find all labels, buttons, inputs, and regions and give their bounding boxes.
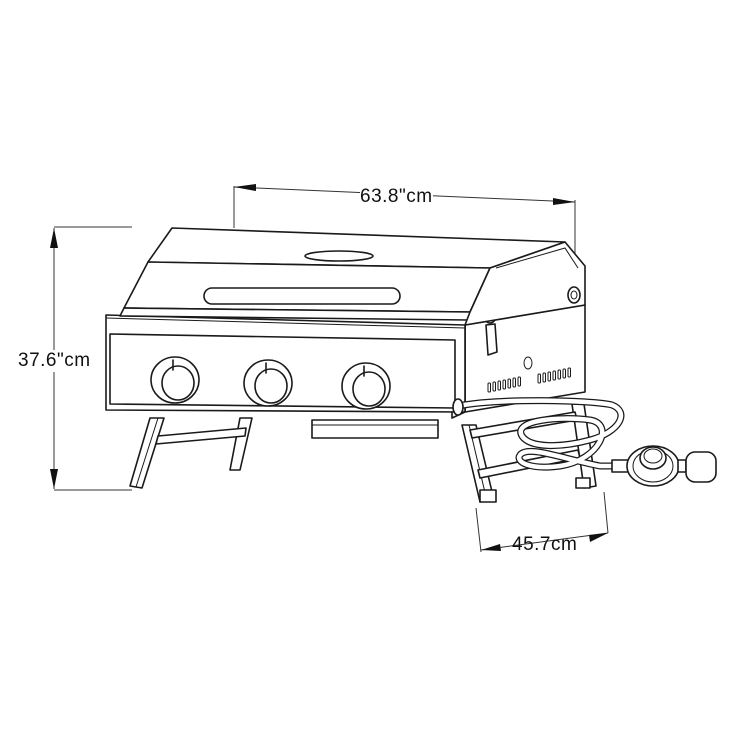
burner-knobs <box>150 356 391 410</box>
height-dimension-label: 37.6"cm <box>18 350 91 372</box>
lid-badge <box>304 250 374 262</box>
lid-handle <box>203 287 401 305</box>
depth-dimension-label: 45.7cm <box>512 534 578 555</box>
side-panel-vents <box>487 367 571 393</box>
depth-dimension-line <box>475 491 609 553</box>
grease-tray <box>311 419 439 439</box>
ignition-hole <box>523 356 533 370</box>
burner-knob-3 <box>341 362 391 410</box>
burner-knob-1 <box>150 356 200 404</box>
regulator <box>611 445 717 487</box>
burner-knob-2 <box>243 359 293 407</box>
lid <box>119 227 586 326</box>
temperature-gauge <box>567 286 581 304</box>
width-dimension-label: 63.8"cm <box>360 186 433 208</box>
height-dimension-line <box>50 226 132 491</box>
gas-hose <box>452 397 632 471</box>
